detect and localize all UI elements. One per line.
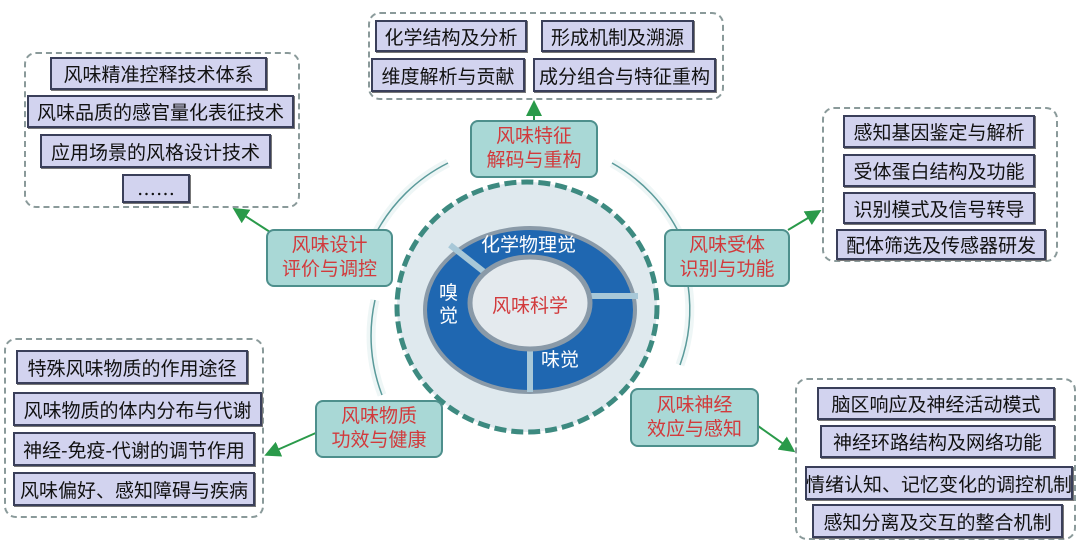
segment-taste: 味觉: [541, 349, 580, 371]
list-item: ……: [122, 174, 190, 203]
list-item: 风味精准控释技术体系: [50, 57, 267, 90]
theme-line: 风味神经: [656, 393, 733, 416]
list-item: 情绪认知、记忆变化的调控机制: [805, 466, 1073, 500]
center-title: 风味科学: [492, 295, 569, 317]
list-item: 感知基因鉴定与解析: [843, 115, 1035, 148]
list-item: 应用场景的风格设计技术: [40, 134, 271, 168]
group-bottom-right: [795, 378, 1076, 540]
list-item: 化学结构及分析: [375, 20, 527, 52]
list-item: 成分组合与特征重构: [533, 58, 716, 92]
theme-line: 识别与功能: [679, 258, 775, 280]
list-item: 受体蛋白结构及功能: [843, 154, 1035, 187]
theme-line: 功效与健康: [331, 429, 427, 451]
list-item: 识别模式及信号转导: [843, 192, 1035, 224]
theme-receptor: 风味受体识别与功能: [664, 229, 790, 287]
theme-line: 风味受体: [688, 234, 765, 257]
segment-chemesthesis: 化学物理觉: [481, 234, 577, 256]
theme-line: 风味设计: [291, 234, 368, 257]
theme-line: 解码与重构: [486, 149, 582, 171]
theme-health: 风味物质功效与健康: [315, 400, 443, 458]
theme-line: 风味特征: [495, 125, 572, 148]
group-right: [822, 107, 1058, 262]
list-item: 风味偏好、感知障碍与疾病: [13, 472, 255, 506]
theme-line: 风味物质: [340, 405, 417, 428]
segment-smell: 嗅觉: [439, 282, 459, 327]
list-item: 配体筛选及传感器研发: [836, 229, 1046, 260]
group-top-left: [24, 52, 300, 208]
list-item: 感知分离及交互的整合机制: [812, 504, 1063, 538]
group-bottom-left: [4, 338, 264, 518]
list-item: 特殊风味物质的作用途径: [16, 350, 248, 384]
theme-decoding: 风味特征解码与重构: [470, 120, 598, 178]
theme-line: 评价与调控: [281, 258, 377, 280]
theme-neural: 风味神经效应与感知: [630, 388, 759, 447]
center-ellipse: [467, 254, 593, 352]
list-item: 脑区响应及神经活动模式: [817, 387, 1055, 420]
list-item: 神经-免疫-代谢的调节作用: [13, 432, 255, 466]
arrows: [232, 100, 822, 457]
list-item: 风味品质的感官量化表征技术: [27, 95, 294, 128]
list-item: 维度解析与贡献: [371, 58, 525, 92]
theme-design: 风味设计评价与调控: [266, 229, 393, 287]
group-top: [368, 12, 724, 100]
theme-line: 效应与感知: [646, 417, 742, 440]
list-item: 风味物质的体内分布与代谢: [13, 392, 262, 426]
list-item: 神经环路结构及网络功能: [820, 425, 1055, 458]
list-item: 形成机制及溯源: [541, 20, 694, 52]
